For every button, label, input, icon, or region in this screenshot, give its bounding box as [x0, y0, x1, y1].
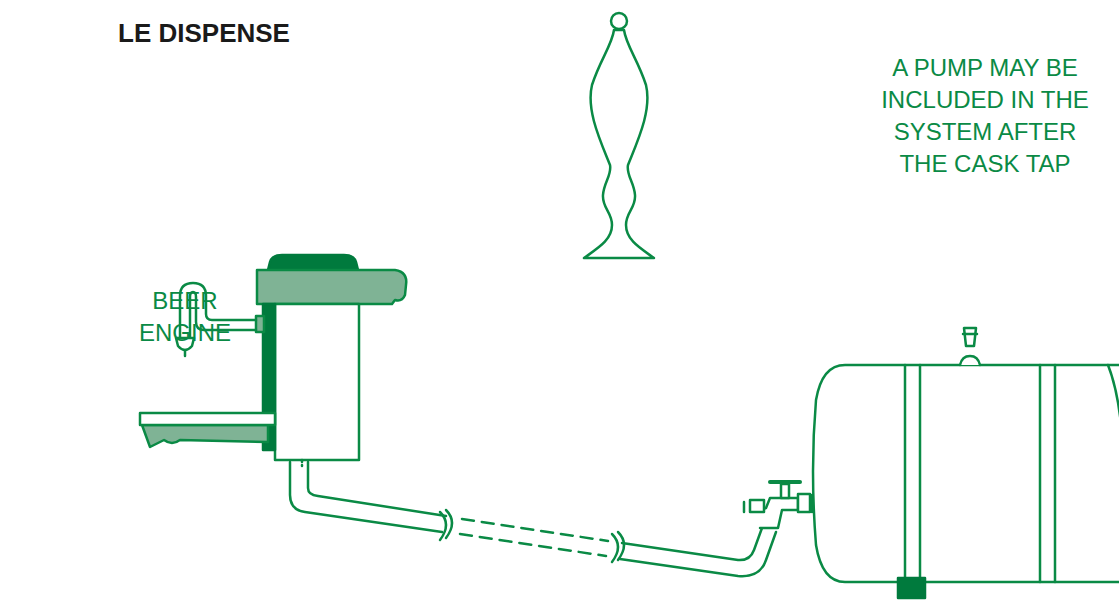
engine-outlet — [301, 460, 304, 466]
cask-end — [1108, 365, 1119, 470]
break-mark — [446, 510, 452, 538]
bar-top — [257, 270, 406, 304]
cask-hoop — [1039, 365, 1042, 582]
spout-mount — [256, 316, 264, 332]
cask-hoop — [919, 365, 922, 582]
diagram-title: LE DISPENSE — [118, 18, 290, 49]
drip-tray-grid — [140, 413, 275, 425]
cask-body — [813, 365, 1119, 582]
drip-tray — [142, 425, 268, 447]
beer-line-lower — [622, 528, 762, 560]
cask-hoop — [1054, 365, 1057, 582]
beer-line-upper — [290, 462, 442, 532]
callout-label: BEER ENGINE — [120, 285, 250, 349]
handle-knob — [611, 13, 627, 29]
tap-flange — [798, 494, 810, 512]
break-mark — [612, 534, 618, 562]
tap-handle — [770, 480, 800, 484]
tap-nozzle — [750, 500, 764, 512]
handle-collar — [268, 255, 358, 270]
handle — [584, 30, 654, 258]
beer-line-dashed — [462, 519, 608, 541]
nozzle-tip — [184, 350, 187, 356]
break-mark — [440, 512, 446, 540]
break-mark — [618, 532, 624, 560]
spile-peg — [963, 333, 977, 336]
callout-label: A PUMP MAY BE INCLUDED IN THE SYSTEM AFT… — [871, 52, 1099, 180]
shive — [960, 356, 980, 365]
cask-chock — [898, 578, 925, 598]
spile-peg — [964, 328, 976, 346]
tap-nozzle — [743, 502, 746, 512]
cask-hoop — [904, 365, 907, 582]
tap-stem — [781, 484, 789, 498]
beer-line-lower — [308, 462, 446, 516]
cask-tap — [760, 498, 798, 528]
engine-body — [275, 304, 359, 460]
